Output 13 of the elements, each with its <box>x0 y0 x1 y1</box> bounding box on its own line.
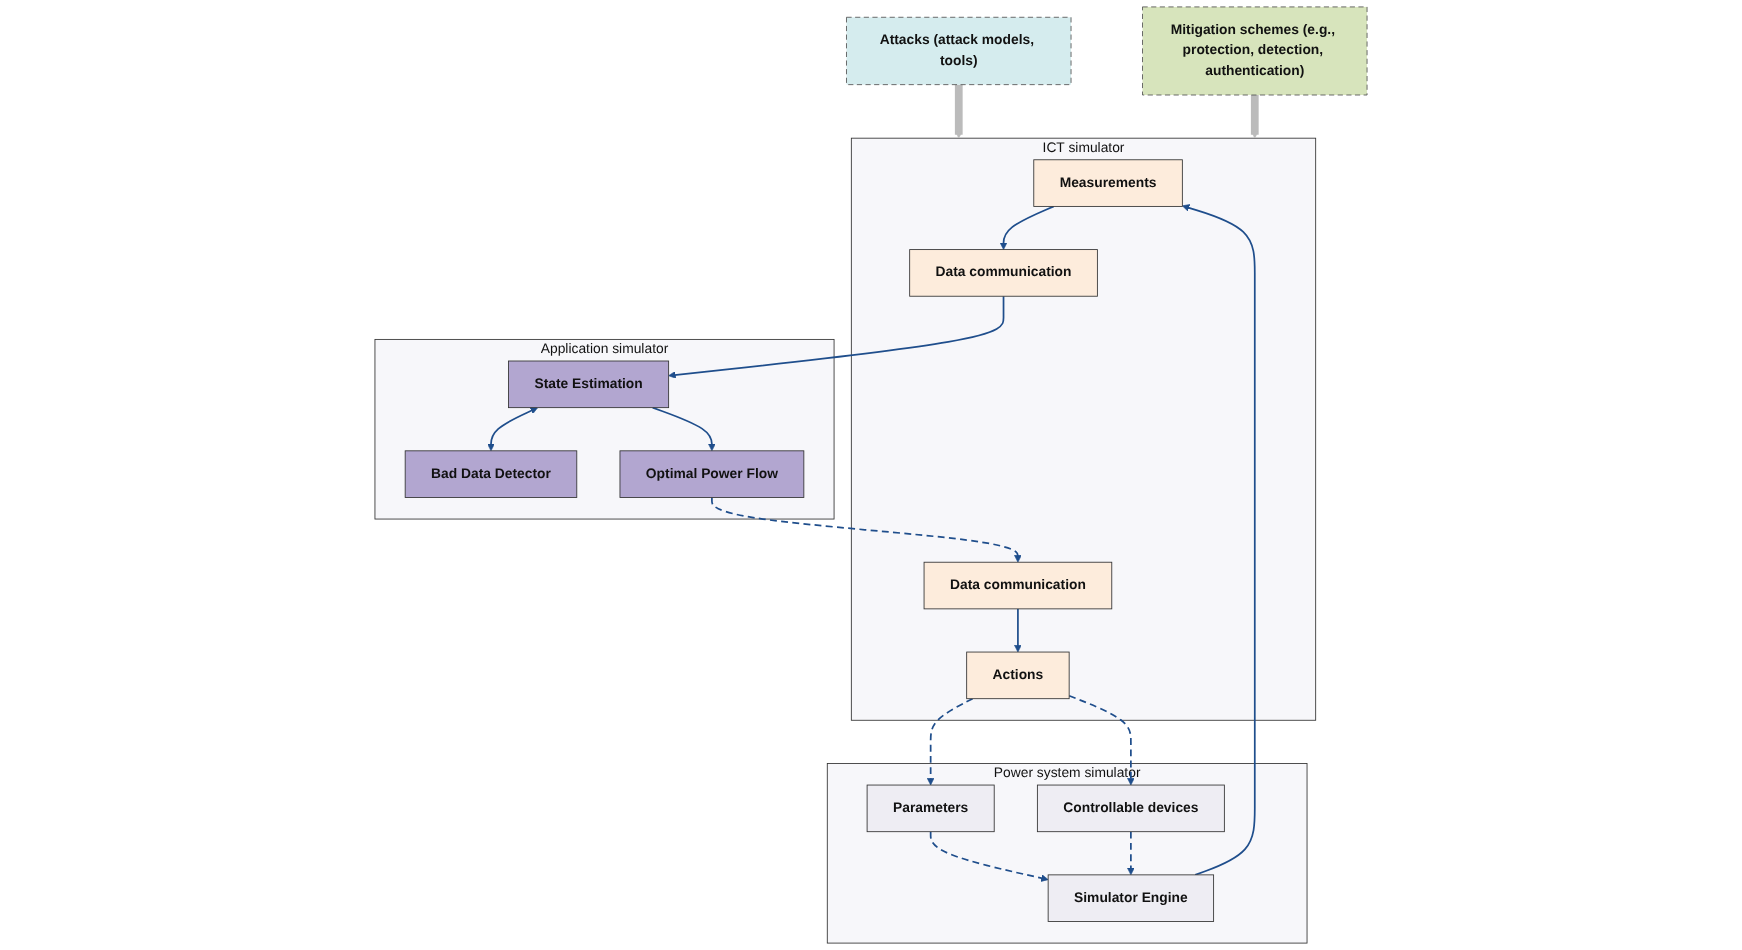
arrow <box>1182 204 1256 876</box>
arrow <box>711 496 1022 563</box>
arrow <box>926 697 974 786</box>
arrow <box>954 84 963 139</box>
arrow <box>668 295 1005 379</box>
arrow <box>1068 694 1135 786</box>
arrow <box>999 205 1055 250</box>
arrow <box>929 830 1049 882</box>
arrow <box>1250 94 1259 139</box>
arrow <box>1127 830 1135 876</box>
arrow <box>1014 608 1022 653</box>
arrow <box>651 406 716 452</box>
arrow <box>487 407 538 452</box>
